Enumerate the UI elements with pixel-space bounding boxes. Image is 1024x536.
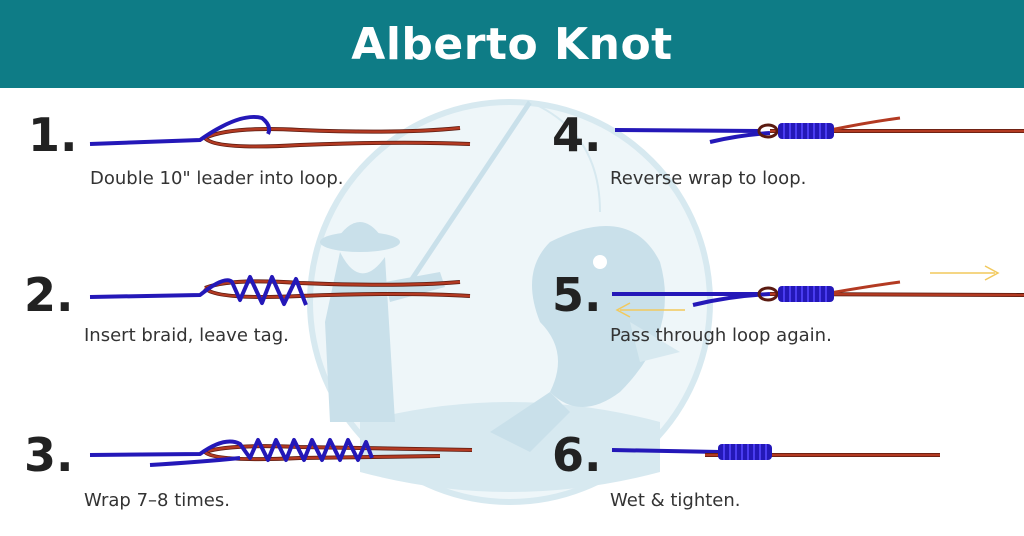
step-2-caption: Insert braid, leave tag. <box>84 325 289 346</box>
step-1-number: 1. <box>28 108 78 162</box>
braid-line <box>89 438 374 462</box>
leader-line <box>204 280 461 290</box>
step-4-illustration <box>614 116 1024 144</box>
braid-wraps <box>718 444 772 460</box>
title-banner: Alberto Knot <box>0 0 1024 88</box>
arrow-left-icon <box>615 302 685 318</box>
braid-tag <box>692 292 771 307</box>
step-1-caption: Double 10" leader into loop. <box>90 168 344 189</box>
braid-tag <box>709 131 771 144</box>
step-5-caption: Pass through loop again. <box>610 325 832 346</box>
step-3-number: 3. <box>24 428 74 482</box>
page-title: Alberto Knot <box>351 18 673 70</box>
leader-line <box>204 137 471 148</box>
arrow-right-icon <box>930 265 1000 281</box>
braid-line <box>611 448 721 454</box>
braid-line <box>614 128 761 133</box>
leader-tag <box>829 280 901 295</box>
leader-line <box>204 126 461 140</box>
step-6-number: 6. <box>552 428 602 482</box>
step-1-illustration <box>89 115 471 149</box>
braid-tag <box>149 456 241 467</box>
step-2-illustration <box>89 275 471 306</box>
step-2-number: 2. <box>24 268 74 322</box>
leader-line <box>204 287 471 299</box>
leader-loop <box>757 123 779 139</box>
step-5-illustration <box>612 265 1024 318</box>
step-3-caption: Wrap 7–8 times. <box>84 490 230 511</box>
leader-loop <box>757 286 779 302</box>
step-6-caption: Wet & tighten. <box>610 490 741 511</box>
braid-line <box>89 115 272 146</box>
step-4-caption: Reverse wrap to loop. <box>610 168 807 189</box>
step-6-illustration <box>611 444 940 460</box>
leader-tag <box>829 116 901 132</box>
step-3-illustration <box>89 438 473 467</box>
angler-fish-watermark <box>307 99 713 505</box>
braid-line <box>89 275 308 306</box>
step-4-number: 4. <box>552 108 602 162</box>
step-5-number: 5. <box>552 268 602 322</box>
